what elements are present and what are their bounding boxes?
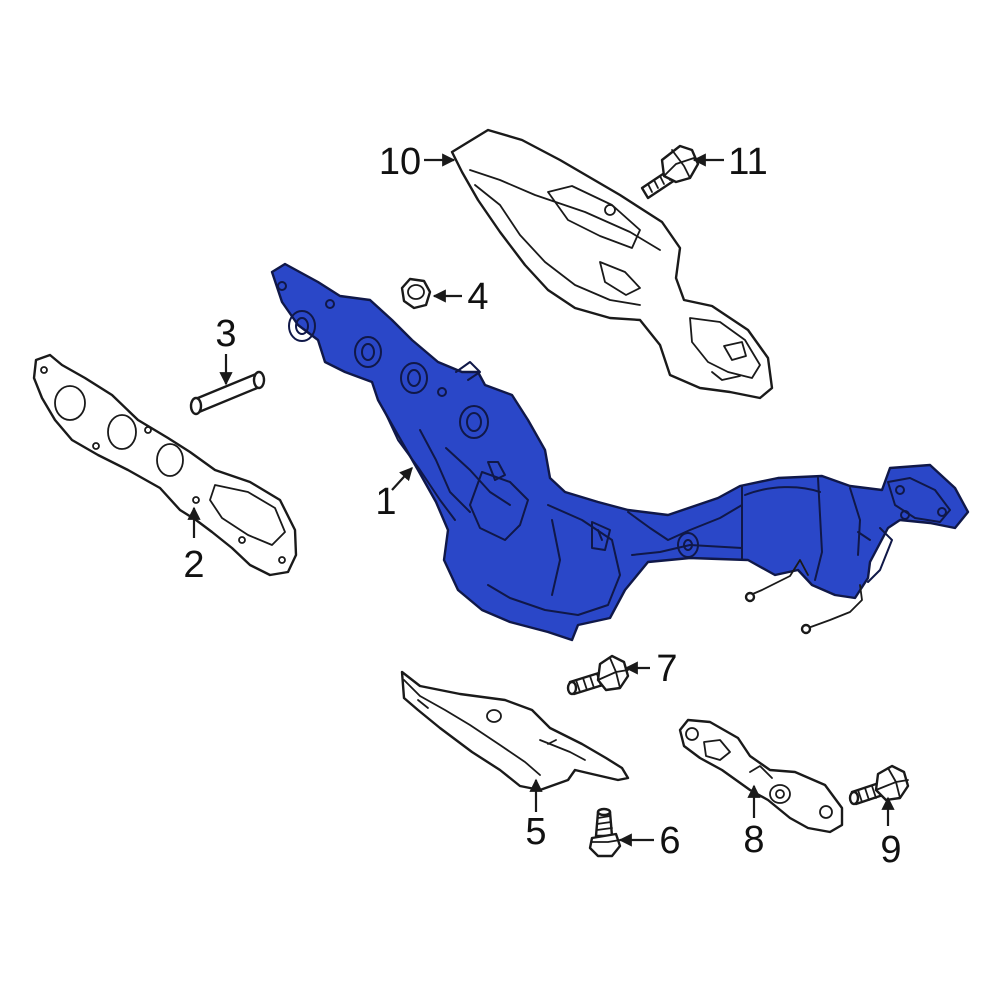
heat-shield-upper[interactable] bbox=[450, 128, 774, 400]
nut-4[interactable] bbox=[400, 277, 432, 310]
bolt-6[interactable] bbox=[588, 807, 622, 858]
bolt-9[interactable] bbox=[848, 764, 910, 806]
callout-10: 10 bbox=[379, 141, 421, 183]
callout-1: 1 bbox=[375, 481, 396, 523]
callout-2: 2 bbox=[183, 544, 204, 586]
leader-lines bbox=[187, 153, 895, 847]
bracket-8[interactable] bbox=[678, 718, 844, 834]
callout-8: 8 bbox=[743, 819, 764, 861]
stud-3[interactable] bbox=[189, 370, 266, 416]
callout-9: 9 bbox=[880, 829, 901, 871]
callout-11: 11 bbox=[728, 141, 767, 183]
oxygen-sensor-wires bbox=[744, 559, 863, 635]
callout-labels: 1 2 3 4 5 6 7 8 9 10 11 bbox=[183, 141, 901, 871]
callout-5: 5 bbox=[525, 811, 546, 853]
callout-3: 3 bbox=[215, 313, 236, 355]
callout-7: 7 bbox=[656, 648, 677, 690]
heat-shield-lower[interactable] bbox=[400, 670, 630, 792]
bolt-7[interactable] bbox=[566, 654, 630, 696]
leader-1 bbox=[391, 467, 413, 491]
bolt-11[interactable] bbox=[640, 144, 700, 200]
exhaust-manifold-catalytic-converter[interactable] bbox=[270, 262, 970, 642]
callout-4: 4 bbox=[467, 276, 488, 318]
callout-6: 6 bbox=[659, 820, 680, 862]
gasket-2[interactable] bbox=[32, 353, 298, 577]
